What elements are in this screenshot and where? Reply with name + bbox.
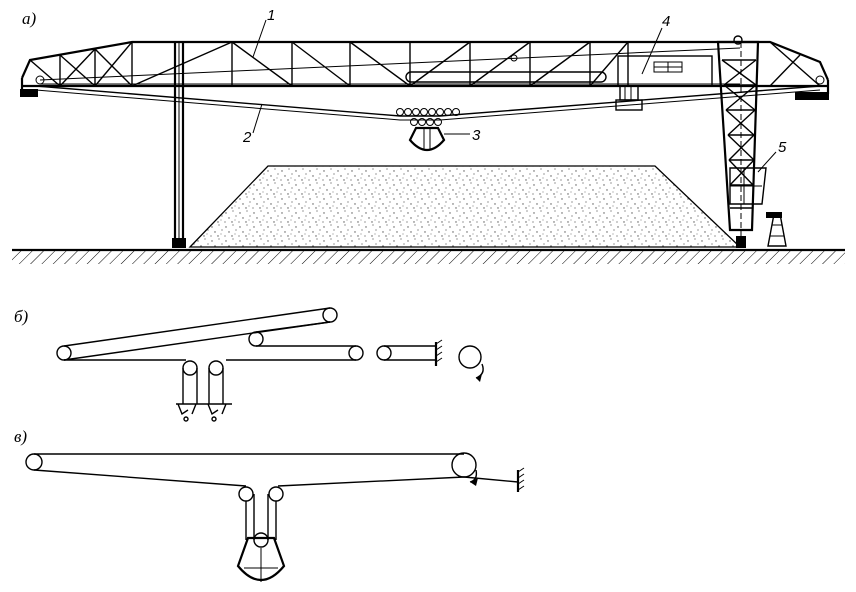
callout-4: 4 — [662, 13, 670, 30]
rigid-leg — [172, 42, 186, 248]
callout-5: 5 — [778, 139, 787, 156]
grab-bucket — [396, 108, 460, 152]
callouts: 1 2 3 4 5 — [242, 7, 787, 173]
hinged-leg — [716, 35, 760, 248]
callout-3: 3 — [472, 127, 481, 144]
section-v-rope-scheme: в) — [14, 427, 525, 582]
trolley-cabin — [405, 55, 713, 101]
base-ladder — [766, 212, 787, 247]
callout-1: 1 — [267, 7, 275, 24]
section-b-label: б) — [14, 307, 29, 326]
section-v-label: в) — [14, 427, 27, 446]
bridge-truss — [20, 40, 830, 111]
material-pile — [188, 165, 742, 248]
callout-2: 2 — [242, 129, 252, 146]
ground — [12, 248, 845, 264]
operator-cab — [729, 167, 767, 205]
section-a: а) — [12, 7, 845, 264]
section-b-rope-scheme: б) — [14, 307, 484, 422]
section-a-label: а) — [22, 9, 37, 28]
hoist-rope — [35, 85, 821, 121]
